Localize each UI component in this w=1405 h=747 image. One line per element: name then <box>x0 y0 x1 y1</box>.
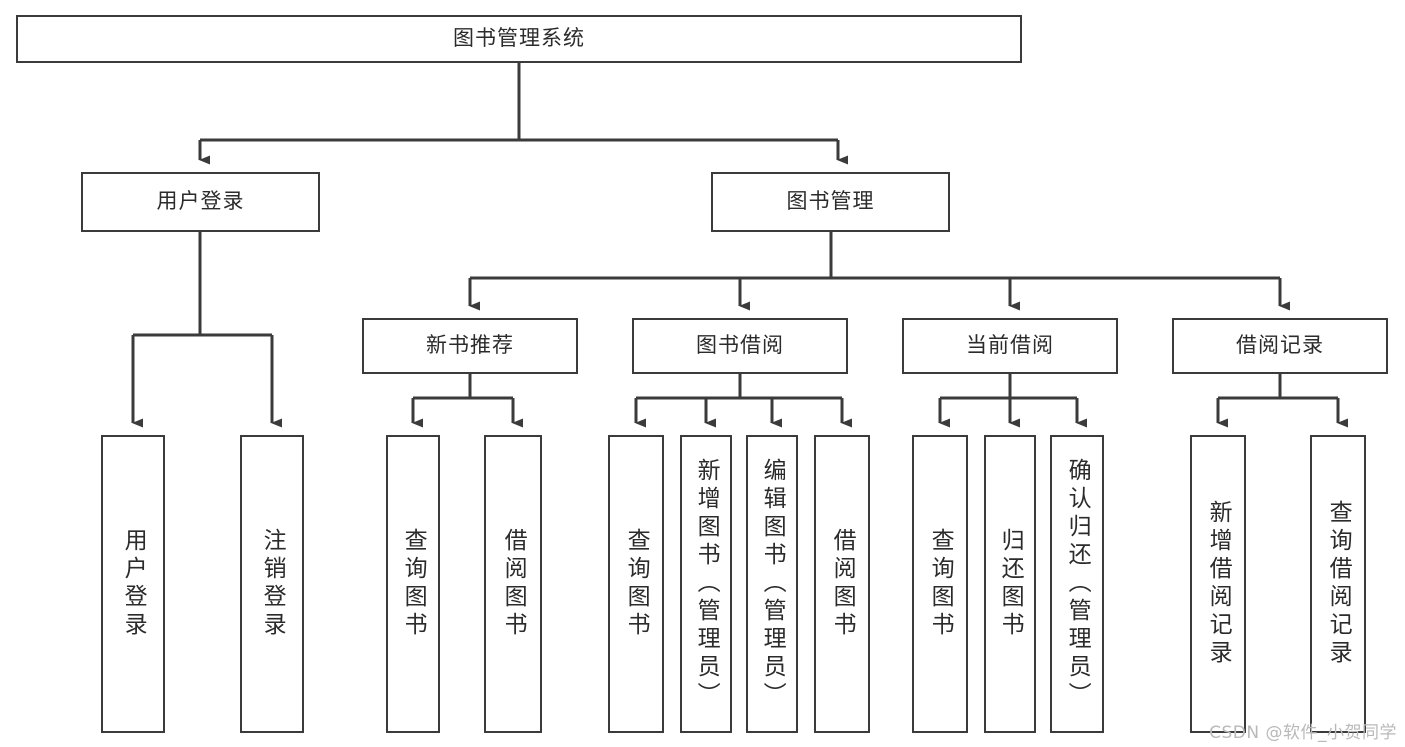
node-leaf-query-borrow-record-label: 查询借阅记录 <box>1325 500 1352 668</box>
node-leaf-confirm-return-label: 确认归还（管理员） <box>1064 458 1091 710</box>
node-book-borrow[interactable]: 图书借阅 <box>632 318 848 374</box>
node-leaf-borrow-book-1[interactable]: 借阅图书 <box>484 435 542 733</box>
node-leaf-add-borrow-record-label: 新增借阅记录 <box>1205 500 1232 668</box>
node-leaf-add-book[interactable]: 新增图书（管理员） <box>680 435 732 733</box>
node-leaf-query-book-3[interactable]: 查询图书 <box>912 435 968 733</box>
node-leaf-return-book[interactable]: 归还图书 <box>984 435 1036 733</box>
node-leaf-edit-book-label: 编辑图书（管理员） <box>759 458 786 710</box>
node-leaf-query-borrow-record[interactable]: 查询借阅记录 <box>1310 435 1366 733</box>
node-new-book-recommend-label: 新书推荐 <box>426 333 514 358</box>
node-new-book-recommend[interactable]: 新书推荐 <box>362 318 578 374</box>
node-leaf-query-book-2-label: 查询图书 <box>623 528 650 640</box>
node-book-mgmt[interactable]: 图书管理 <box>711 172 950 232</box>
node-leaf-add-book-label: 新增图书（管理员） <box>693 458 720 710</box>
node-current-borrow[interactable]: 当前借阅 <box>902 318 1118 374</box>
node-leaf-user-login-label: 用户登录 <box>120 528 147 640</box>
node-leaf-borrow-book-2[interactable]: 借阅图书 <box>814 435 870 733</box>
node-leaf-add-borrow-record[interactable]: 新增借阅记录 <box>1190 435 1246 733</box>
node-leaf-borrow-book-2-label: 借阅图书 <box>829 528 856 640</box>
node-leaf-logout[interactable]: 注销登录 <box>240 435 304 733</box>
node-leaf-confirm-return[interactable]: 确认归还（管理员） <box>1050 435 1104 733</box>
node-root-label: 图书管理系统 <box>453 26 585 51</box>
node-leaf-user-login[interactable]: 用户登录 <box>101 435 165 733</box>
node-leaf-query-book-1[interactable]: 查询图书 <box>386 435 440 733</box>
node-leaf-edit-book[interactable]: 编辑图书（管理员） <box>746 435 798 733</box>
node-leaf-return-book-label: 归还图书 <box>997 528 1024 640</box>
node-borrow-record-label: 借阅记录 <box>1236 333 1324 358</box>
watermark: CSDN @软件_小贺同学 <box>1209 723 1397 743</box>
node-leaf-query-book-3-label: 查询图书 <box>927 528 954 640</box>
node-book-borrow-label: 图书借阅 <box>696 333 784 358</box>
node-leaf-borrow-book-1-label: 借阅图书 <box>500 528 527 640</box>
node-leaf-query-book-1-label: 查询图书 <box>400 528 427 640</box>
node-leaf-logout-label: 注销登录 <box>259 528 286 640</box>
node-book-mgmt-label: 图书管理 <box>786 189 875 214</box>
node-leaf-query-book-2[interactable]: 查询图书 <box>608 435 664 733</box>
node-root[interactable]: 图书管理系统 <box>16 15 1022 63</box>
node-user-login-label: 用户登录 <box>156 189 245 214</box>
node-current-borrow-label: 当前借阅 <box>966 333 1054 358</box>
node-borrow-record[interactable]: 借阅记录 <box>1172 318 1388 374</box>
node-user-login[interactable]: 用户登录 <box>81 172 320 232</box>
